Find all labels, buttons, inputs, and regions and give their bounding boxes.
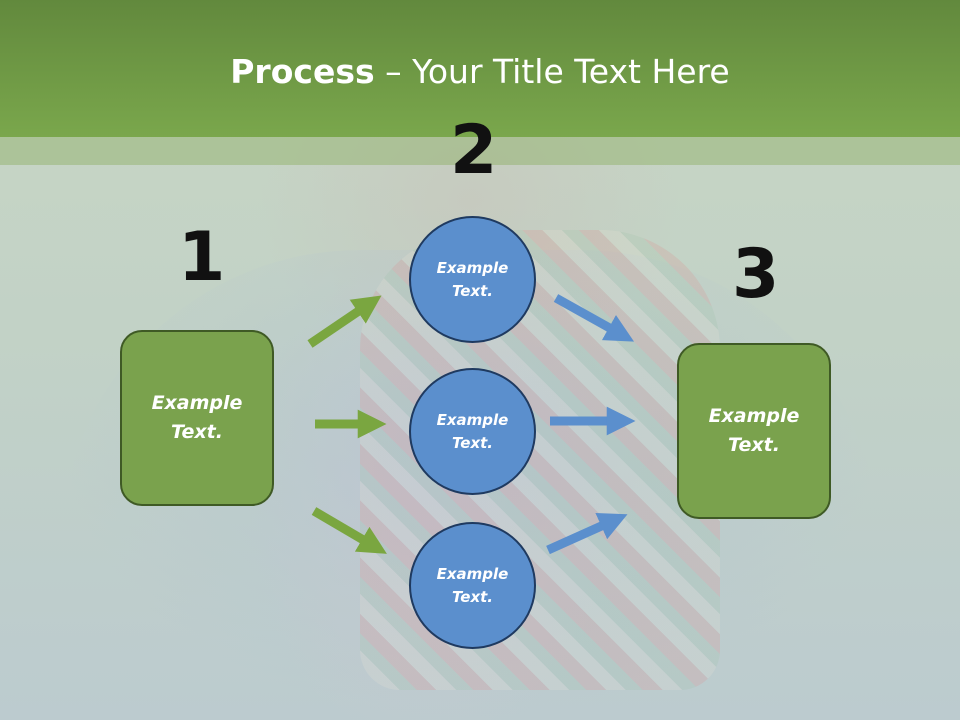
right-box-label: Example Text. (708, 405, 800, 456)
circle-top: Example Text. (409, 216, 536, 343)
title-banner (0, 0, 960, 137)
step-number-3: 3 (732, 235, 780, 314)
slide-title: Process – Your Title Text Here (0, 52, 960, 91)
circle-bottom: Example Text. (409, 522, 536, 649)
step-number-1: 1 (178, 218, 226, 297)
green-arrow-down (311, 507, 387, 554)
right-process-box: Example Text. (677, 343, 831, 519)
green-arrow-up (307, 295, 382, 348)
blue-arrow-up (546, 512, 628, 555)
circle-bottom-label: Example Text. (436, 564, 509, 606)
title-banner-band (0, 137, 960, 165)
title-rest: – Your Title Text Here (374, 52, 730, 91)
title-bold: Process (230, 52, 375, 91)
circle-top-label: Example Text. (436, 258, 509, 300)
circle-middle: Example Text. (409, 368, 536, 495)
step-number-2: 2 (450, 111, 498, 190)
left-process-box: Example Text. (120, 330, 274, 506)
left-box-label: Example Text. (151, 392, 243, 443)
circle-middle-label: Example Text. (436, 410, 509, 452)
blue-arrow-down (553, 294, 635, 342)
